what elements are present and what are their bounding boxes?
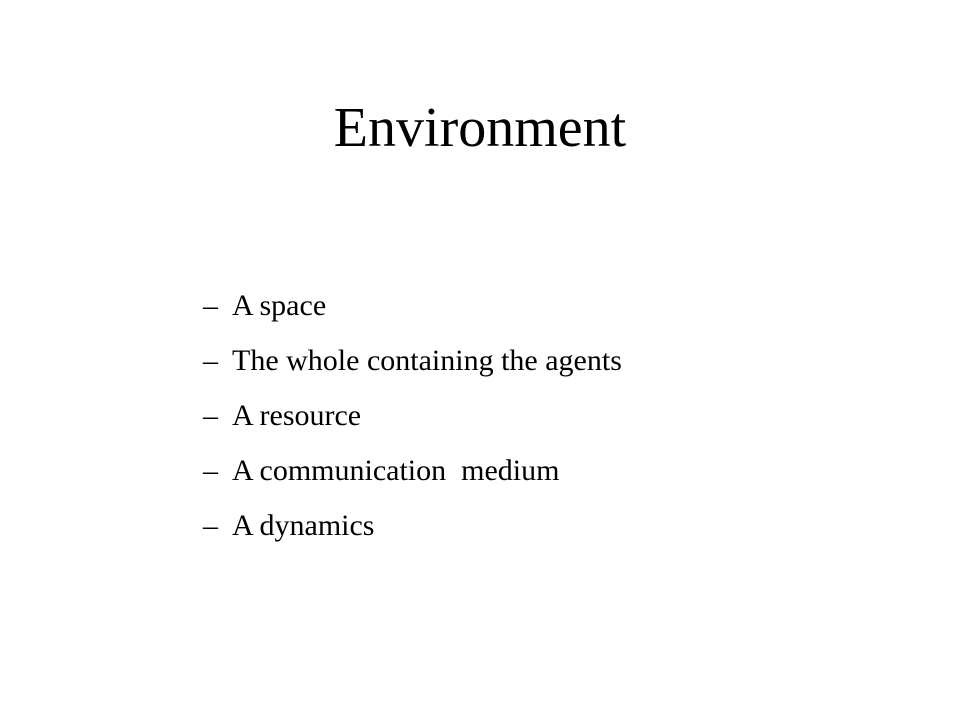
dash-bullet-icon: –	[203, 289, 218, 322]
bullet-item-a-space: – A space	[203, 283, 622, 338]
bullet-text: A communication medium	[232, 454, 560, 487]
dash-bullet-icon: –	[203, 344, 218, 377]
bullet-item-a-dynamics: – A dynamics	[203, 503, 622, 558]
bullet-text: A dynamics	[232, 509, 375, 542]
bullet-text: The whole containing the agents	[232, 344, 622, 377]
dash-bullet-icon: –	[203, 399, 218, 432]
bullet-item-communication-medium: – A communication medium	[203, 448, 622, 503]
bullet-item-a-resource: – A resource	[203, 393, 622, 448]
slide-title: Environment	[333, 97, 627, 159]
dash-bullet-icon: –	[203, 509, 218, 542]
bullet-text: A resource	[232, 399, 362, 432]
bullet-item-whole-containing-agents: – The whole containing the agents	[203, 338, 622, 393]
bullet-text: A space	[232, 289, 327, 322]
dash-bullet-icon: –	[203, 454, 218, 487]
bullet-list: – A space – The whole containing the age…	[203, 283, 622, 558]
